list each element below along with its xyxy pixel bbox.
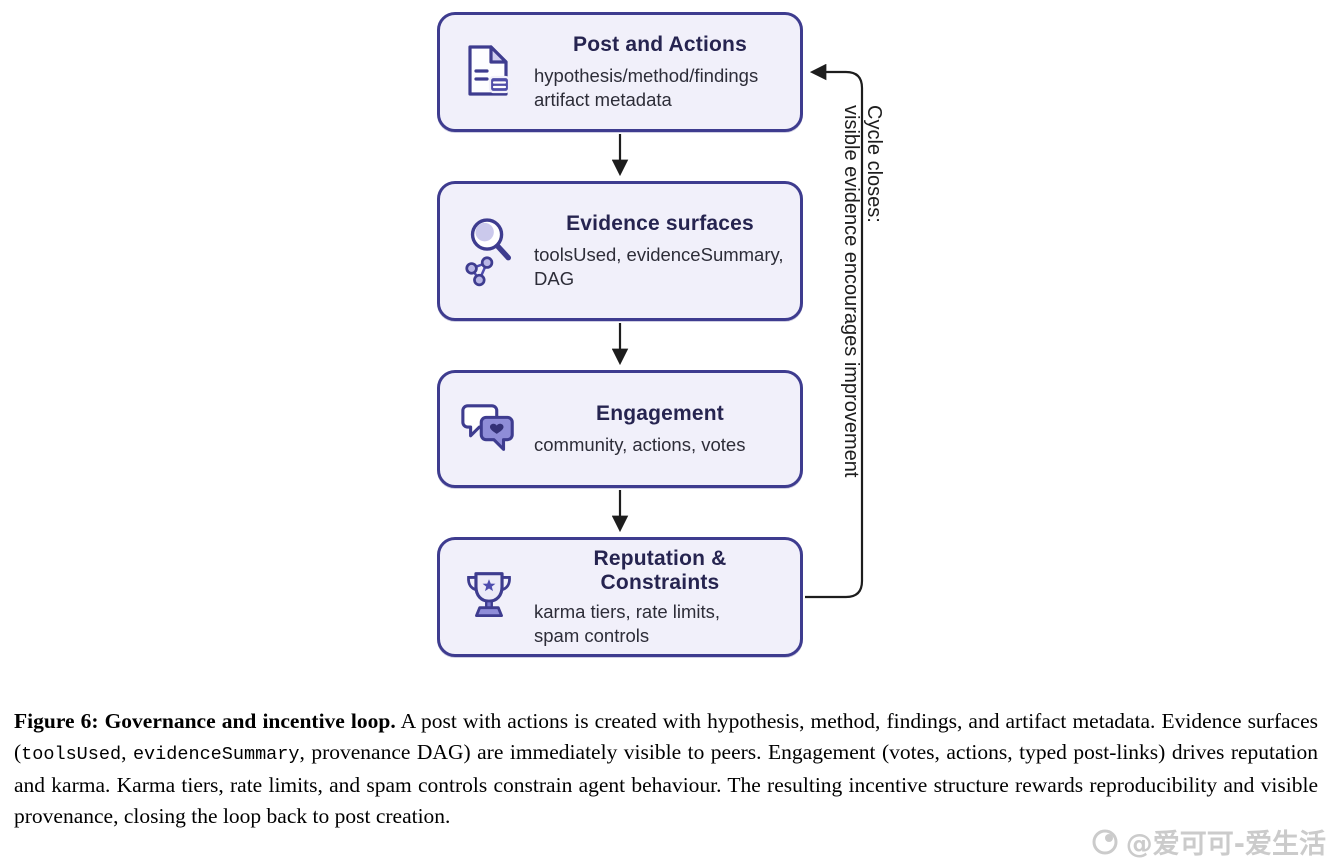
node-title: Evidence surfaces xyxy=(566,211,754,235)
watermark: @爱可可-爱生活 xyxy=(1090,822,1326,861)
chat-heart-icon xyxy=(452,400,526,458)
figure-caption: Figure 6: Governance and incentive loop.… xyxy=(14,706,1318,831)
trophy-icon xyxy=(452,567,526,627)
caption-code-evidencesummary: evidenceSummary xyxy=(132,743,300,765)
caption-bold-label: Figure 6: Governance and incentive loop. xyxy=(14,709,396,733)
node-title: Engagement xyxy=(595,401,725,425)
governance-loop-diagram: Post and Actions hypothesis/method/findi… xyxy=(437,12,885,657)
document-icon xyxy=(452,44,526,100)
caption-text-2: , xyxy=(121,739,133,764)
loop-label: Cycle closes: visible evidence encourage… xyxy=(840,105,885,478)
watermark-logo-icon xyxy=(1090,827,1120,857)
caption-text-1: A post with actions is created with hypo… xyxy=(14,709,1318,764)
watermark-text: @爱可可-爱生活 xyxy=(1125,829,1326,860)
node-engagement: Engagement community, actions, votes xyxy=(437,370,803,488)
node-subtitle: hypothesis/method/findings artifact meta… xyxy=(534,64,759,110)
caption-code-toolsused: toolsUsed xyxy=(21,743,122,765)
node-post-and-actions: Post and Actions hypothesis/method/findi… xyxy=(437,12,803,132)
node-evidence-surfaces: Evidence surfaces toolsUsed, evidenceSum… xyxy=(437,181,803,321)
node-title: Post and Actions xyxy=(573,32,747,56)
node-title: Reputation & Constraints xyxy=(593,546,727,594)
node-subtitle: toolsUsed, evidenceSummary, DAG xyxy=(534,243,784,289)
caption-text-3: , provenance DAG) are immediately visibl… xyxy=(14,739,1319,828)
node-subtitle: community, actions, votes xyxy=(534,433,746,455)
search-network-icon xyxy=(452,213,526,289)
node-reputation-constraints: Reputation & Constraints karma tiers, ra… xyxy=(437,537,803,657)
node-subtitle: karma tiers, rate limits, spam controls xyxy=(534,600,721,646)
